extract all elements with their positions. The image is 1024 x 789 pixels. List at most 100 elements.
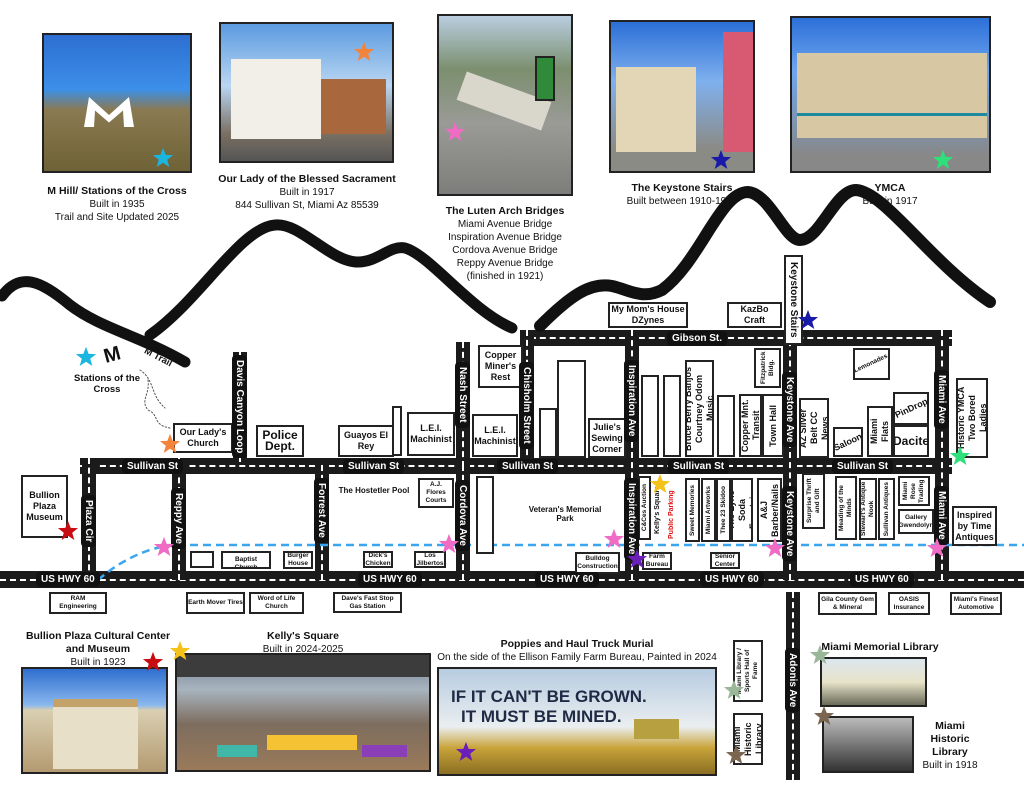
business-dacite[interactable]: Dacite [893, 425, 929, 457]
business-word-of-life-church[interactable]: Word of Life Church [249, 592, 304, 614]
road-label-sullivan[interactable]: Sullivan St [668, 459, 730, 474]
business-miami-rose-trading[interactable]: Miami Rose Trading [898, 476, 930, 506]
business-farm-bureau[interactable]: Farm Bureau [642, 552, 672, 570]
business-fitzpatrick-bldg[interactable]: Fitzpatrick Bldg. [754, 348, 781, 388]
star-marker-icon-navy[interactable] [797, 309, 819, 331]
road-label-sullivan[interactable]: Sullivan St [497, 459, 559, 474]
road-label-sullivan[interactable]: Sullivan St [832, 459, 894, 474]
star-marker-icon-brown[interactable] [725, 744, 747, 766]
star-marker-icon-green[interactable] [932, 149, 954, 171]
business-gila-county-gem-mineral[interactable]: Gila County Gem & Mineral [818, 592, 877, 615]
business-a-j-flores-courts[interactable]: A.J. Flores Courts [418, 478, 454, 508]
road-label-davis[interactable]: Davis Canyon Loop [232, 355, 247, 459]
business-sweet-memories[interactable]: Sweet Memories [685, 478, 700, 542]
star-marker-icon-purple[interactable] [626, 548, 648, 570]
road-label-cordova[interactable]: Cordova Ave [455, 480, 470, 551]
business-earth-mover-tires[interactable]: Earth Mover Tires [186, 592, 245, 614]
business-c-ces-auction[interactable]: C&Ces Auction [638, 476, 651, 540]
road-label-inspiration[interactable]: Inspiration Ave [624, 478, 639, 560]
business-a-j-barber-nails[interactable]: A&J Barber/Nails [757, 478, 782, 542]
star-marker-icon-green[interactable] [949, 445, 971, 467]
business-l-e-i-machinist[interactable]: L.E.I. Machinist [407, 412, 455, 456]
business-bullion-plaza-museum[interactable]: Bullion Plaza Museum [21, 475, 68, 538]
business-miami-historic-library[interactable]: Miami Historic Library [733, 713, 763, 765]
road-label-miami[interactable]: Miami Ave [934, 370, 949, 429]
road-label-adonis[interactable]: Adonis Ave [785, 648, 800, 713]
business-the-lyric-soda-fountain[interactable]: The Lyric Soda Fountain [731, 478, 753, 542]
business-burger-house[interactable]: Burger House [283, 551, 313, 569]
road-label-forrest[interactable]: Forrest Ave [314, 478, 329, 543]
business-saloon[interactable]: Saloon [833, 427, 863, 457]
business-dick-s-chicken[interactable]: Dick's Chicken [363, 551, 393, 568]
star-marker-icon-brown[interactable] [813, 705, 835, 727]
road-label-keystone[interactable]: Keystone Ave [782, 486, 797, 562]
road-label-inspiration[interactable]: Inspiration Ave [624, 360, 639, 442]
business-copper-miner-s-rest[interactable]: Copper Miner's Rest [478, 345, 523, 388]
star-marker-icon-pink[interactable] [926, 537, 948, 559]
star-marker-icon-purple[interactable] [455, 741, 477, 763]
business-kazbo-craft[interactable]: KazBo Craft [727, 302, 782, 328]
star-marker-icon-pink[interactable] [153, 536, 175, 558]
business-guayos-el-rey[interactable]: Guayos El Rey [338, 425, 394, 457]
road-label-hwy[interactable]: US HWY 60 [850, 572, 914, 587]
business-julie-s-sewing-corner[interactable]: Julie's Sewing Corner [588, 418, 626, 458]
star-marker-icon-navy[interactable] [710, 149, 732, 171]
star-marker-icon-cyan[interactable] [75, 346, 97, 368]
star-marker-icon-pink[interactable] [603, 528, 625, 550]
star-marker-icon-pink[interactable] [444, 121, 466, 143]
star-marker-icon-orange[interactable] [353, 41, 375, 63]
star-marker-icon-sage[interactable] [809, 644, 831, 666]
road-label-hwy[interactable]: US HWY 60 [36, 572, 100, 587]
star-marker-icon-cyan[interactable] [152, 147, 174, 169]
star-marker-icon-yellow[interactable] [169, 640, 191, 662]
business-sullivan-antiques[interactable]: Sullivan Antiques [878, 478, 895, 540]
business-copper-mnt-transit[interactable]: Copper Mnt. Transit [739, 394, 762, 457]
business-inspired-by-time-antiques[interactable]: Inspired by Time Antiques [952, 506, 997, 546]
business-miami-flats[interactable]: Miami Flats [867, 406, 893, 457]
business-meading-of-the-minds[interactable]: Meading of the Minds [835, 476, 857, 540]
business-bulldog-construction[interactable]: Bulldog Construction [575, 552, 620, 574]
road-label-hwy[interactable]: US HWY 60 [358, 572, 422, 587]
business-ram-engineering[interactable]: RAM Engineering [49, 592, 107, 614]
business-historic-ymca-two-bored-ladies[interactable]: Historic YMCA Two Bored Ladies [956, 378, 988, 458]
business-senior-center[interactable]: Senior Center [710, 552, 740, 569]
road-label-keystone[interactable]: Keystone Ave [782, 372, 797, 448]
business-southern-baptist-church[interactable]: Southern Baptist Church [221, 551, 271, 569]
star-marker-icon-pink[interactable] [438, 533, 460, 555]
road-label-chisholm[interactable]: Chisholm Street [519, 362, 534, 449]
business-police-dept[interactable]: Police Dept. [256, 425, 304, 457]
business-los-jilbertos[interactable]: Los Jilbertos [414, 551, 446, 568]
star-marker-icon-pink[interactable] [764, 537, 786, 559]
business-dave-s-fast-stop-gas-station[interactable]: Dave's Fast Stop Gas Station [333, 592, 402, 613]
business-miami-artworks[interactable]: Miami Artworks [701, 478, 716, 542]
road-label-miami[interactable]: Miami Ave [934, 486, 949, 545]
business-thee-23-skidoo[interactable]: Thee 23 Skidoo [716, 478, 731, 542]
business-surprise-thrift-and-gift[interactable]: Surprise Thrift and Gift [802, 473, 825, 529]
business-az-silver-belt-cc-news[interactable]: AZ Silver Belt CC News [799, 398, 829, 458]
road-label-gibson[interactable]: Gibson St. [667, 331, 727, 346]
business-pindrop[interactable]: PinDrop [893, 392, 929, 425]
business-oasis-insurance[interactable]: OASIS Insurance [888, 592, 930, 615]
star-marker-icon-orange[interactable] [159, 433, 181, 455]
business-our-lady-s-church[interactable]: Our Lady's Church [173, 423, 233, 453]
road-label-nash[interactable]: Nash Street [455, 362, 470, 428]
business-my-mom-s-house-dzynes[interactable]: My Mom's House DZynes [608, 302, 688, 328]
road-label-plaza[interactable]: Plaza Cir [81, 495, 96, 548]
star-marker-icon-red[interactable] [57, 520, 79, 542]
road-label-keystone_stairs[interactable]: Keystone Stairs [784, 255, 803, 345]
star-marker-icon-red[interactable] [142, 651, 164, 673]
road-label-hwy[interactable]: US HWY 60 [700, 572, 764, 587]
business-town-hall[interactable]: Town Hall [762, 394, 784, 457]
road-label-hwy[interactable]: US HWY 60 [535, 572, 599, 587]
business-stewart-s-antique-nook[interactable]: Stewart's Antique Nook [859, 478, 877, 540]
road-label-sullivan[interactable]: Sullivan St [343, 459, 405, 474]
star-marker-icon-yellow[interactable] [649, 473, 671, 495]
business-lemonades[interactable]: Lemonades [853, 348, 890, 380]
business-l-e-i-machinist[interactable]: L.E.I. Machinist [472, 414, 518, 457]
business-gallery-gwendolyn[interactable]: Gallery Gwendolyn [898, 509, 934, 534]
road-label-sullivan[interactable]: Sullivan St [122, 459, 184, 474]
business-bruce-berry-banjos-courtney-odom-music[interactable]: Bruce Berry Banjos Courtney Odom Music [685, 360, 714, 457]
road-label-reppy[interactable]: Reppy Ave [171, 488, 186, 549]
business-miami-s-finest-automotive[interactable]: Miami's Finest Automotive [950, 592, 1002, 615]
star-marker-icon-sage[interactable] [723, 679, 745, 701]
